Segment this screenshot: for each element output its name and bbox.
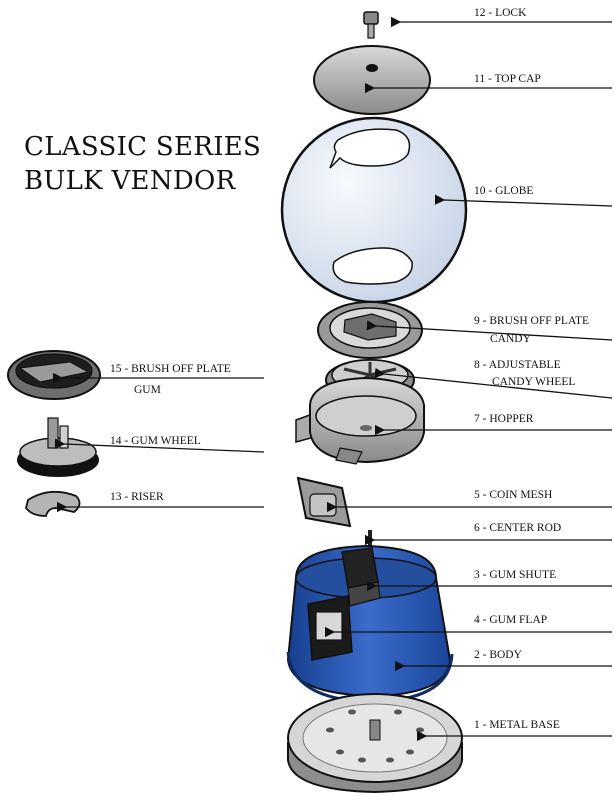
label-coin-mesh: 5 - COIN MESH [474, 489, 553, 501]
label-globe: 10 - GLOBE [474, 185, 534, 197]
metal-base-part [287, 693, 463, 794]
label-top-cap: 11 - TOP CAP [474, 73, 541, 85]
label-riser: 13 - RISER [110, 491, 164, 503]
candy-brush-off-plate-part [317, 301, 423, 359]
label-candy-brush-off-plate: 9 - BRUSH OFF PLATE [474, 315, 590, 327]
label-lock: 12 - LOCK [474, 7, 527, 19]
diagram-title-line1: CLASSIC SERIES [24, 132, 262, 162]
label-candy-wheel: 8 - ADJUSTABLE [474, 359, 561, 371]
label-gum-brush-off-plate: 15 - BRUSH OFF PLATE [110, 363, 231, 375]
lock-part [363, 11, 379, 39]
hopper-part [295, 376, 425, 465]
label-center-rod: 6 - CENTER ROD [474, 522, 562, 534]
top-cap-part [313, 45, 431, 115]
label-gum-flap: 4 - GUM FLAP [474, 614, 548, 626]
leader-gum-wheel [54, 438, 265, 453]
leader-candy-brush-off-plate [366, 320, 613, 341]
coin-mesh-part [296, 476, 352, 528]
label-gum-shute: 3 - GUM SHUTE [474, 569, 557, 581]
gum-wheel-part [17, 417, 99, 477]
diagram-title-line2: BULK VENDOR [24, 166, 236, 196]
label-metal-base: 1 - METAL BASE [474, 719, 560, 731]
riser-part [25, 490, 81, 517]
leader-lines [52, 16, 613, 742]
label-gum-brush-off-plate-sub: GUM [134, 384, 161, 396]
leader-globe [434, 194, 613, 207]
gum-brush-off-plate-part [7, 350, 101, 400]
label-candy-brush-off-plate-sub: CANDY [490, 333, 531, 345]
label-hopper: 7 - HOPPER [474, 413, 534, 425]
globe-part [280, 116, 468, 304]
leader-candy-wheel [374, 367, 613, 399]
gum-flap-part [307, 595, 353, 661]
label-candy-wheel-sub: CANDY WHEEL [492, 376, 576, 388]
label-gum-wheel: 14 - GUM WHEEL [110, 435, 201, 447]
label-body: 2 - BODY [474, 649, 522, 661]
